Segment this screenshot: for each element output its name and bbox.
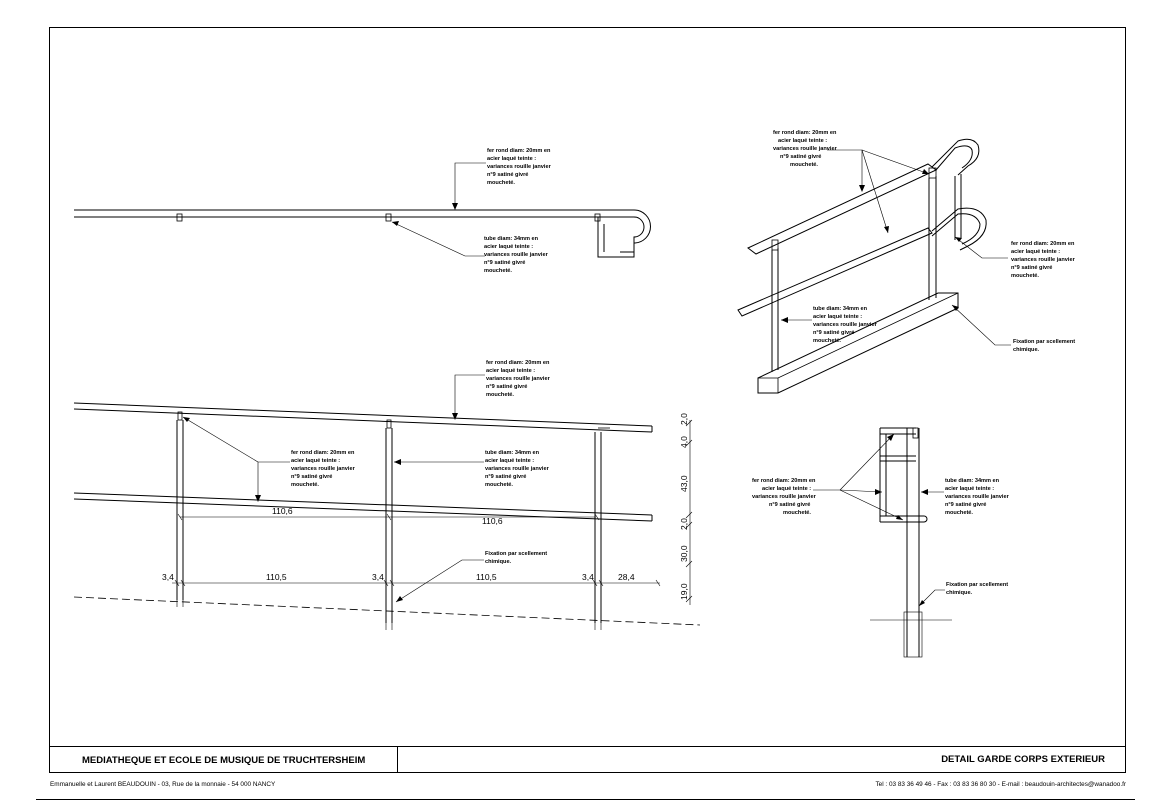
dim-v-43-0: 43,0	[679, 475, 689, 492]
dim-110-5-a: 110,5	[266, 572, 287, 582]
dim-110-6-left: 110,6	[272, 506, 293, 516]
dim-28-4: 28,4	[618, 572, 635, 582]
dim-110-6-right: 110,6	[482, 516, 503, 526]
section-note-fer-rond: fer rond diam: 20mm en acier laqué teint…	[752, 478, 817, 516]
section-note-fixation: Fixation par scellement chimique.	[946, 582, 1010, 596]
perspective-view: fer rond diam: 20mm en acier laqué teint…	[737, 130, 1077, 394]
dim-v-19-0: 19,0	[679, 583, 689, 600]
persp-note-fer-rond-right: fer rond diam: 20mm en acier laqué teint…	[1011, 241, 1076, 279]
elev-note-tube: tube diam: 34mm en acier laqué teinte : …	[485, 450, 550, 488]
sheet-border	[49, 27, 1126, 773]
persp-note-fixation: Fixation par scellement chimique.	[1013, 339, 1077, 353]
dim-v-2-0-mid: 2,0	[679, 518, 689, 530]
dim-110-5-b: 110,5	[476, 572, 497, 582]
section-view: fer rond diam: 20mm en acier laqué teint…	[752, 427, 1010, 658]
plan-view: fer rond diam: 20mm en acier laqué teint…	[74, 148, 651, 274]
contact-info: Tel : 03 83 36 49 46 - Fax : 03 83 36 80…	[875, 781, 1126, 788]
dim-3-4-c: 3,4	[582, 572, 594, 582]
dim-v-30-0: 30,0	[679, 545, 689, 562]
dim-v-4-0: 4,0	[679, 436, 689, 448]
persp-note-tube: tube diam: 34mm en acier laqué teinte : …	[813, 306, 878, 344]
project-title: MEDIATHEQUE ET ECOLE DE MUSIQUE DE TRUCH…	[82, 755, 365, 766]
dim-3-4-a: 3,4	[162, 572, 174, 582]
elev-note-fer-rond-left: fer rond diam: 20mm en acier laqué teint…	[291, 450, 356, 488]
plan-note-tube: tube diam: 34mm en acier laqué teinte : …	[484, 236, 549, 274]
elev-note-fixation: Fixation par scellement chimique.	[485, 551, 549, 565]
plan-note-fer-rond: fer rond diam: 20mm en acier laqué teint…	[487, 148, 552, 186]
section-note-tube: tube diam: 34mm en acier laqué teinte : …	[945, 478, 1010, 516]
elevation-view: 110,6 110,6 3,4 110,5 3,4 110,5 3,4 28,4…	[73, 360, 701, 630]
persp-note-fer-rond-top: fer rond diam: 20mm en acier laqué teint…	[773, 130, 838, 168]
elev-note-fer-rond-top: fer rond diam: 20mm en acier laqué teint…	[486, 360, 551, 398]
architects-address: Emmanuelle et Laurent BEAUDOUIN - 03, Ru…	[50, 781, 276, 788]
sheet-title: DETAIL GARDE CORPS EXTERIEUR	[941, 754, 1105, 765]
dim-v-2-0-top: 2,0	[679, 413, 689, 425]
dim-3-4-b: 3,4	[372, 572, 384, 582]
